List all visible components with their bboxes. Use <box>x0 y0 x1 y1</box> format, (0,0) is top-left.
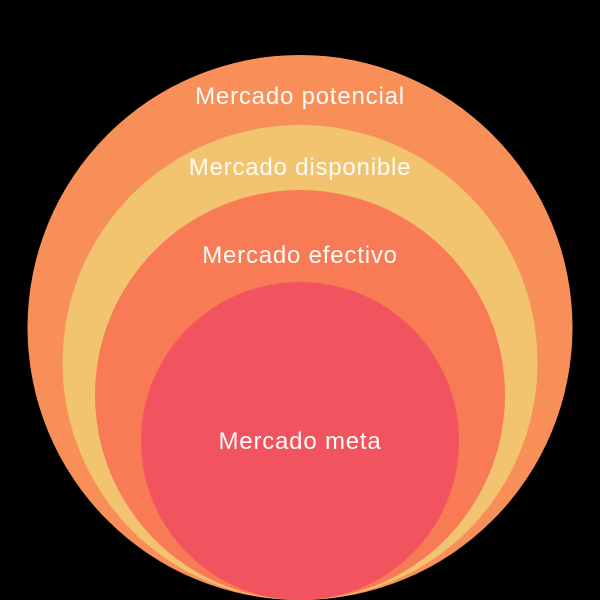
circle-mercado-meta <box>141 282 459 600</box>
label-mercado-disponible: Mercado disponible <box>188 154 412 181</box>
label-mercado-meta: Mercado meta <box>218 428 382 455</box>
label-mercado-potencial: Mercado potencial <box>195 83 405 110</box>
label-mercado-efectivo: Mercado efectivo <box>202 242 398 269</box>
